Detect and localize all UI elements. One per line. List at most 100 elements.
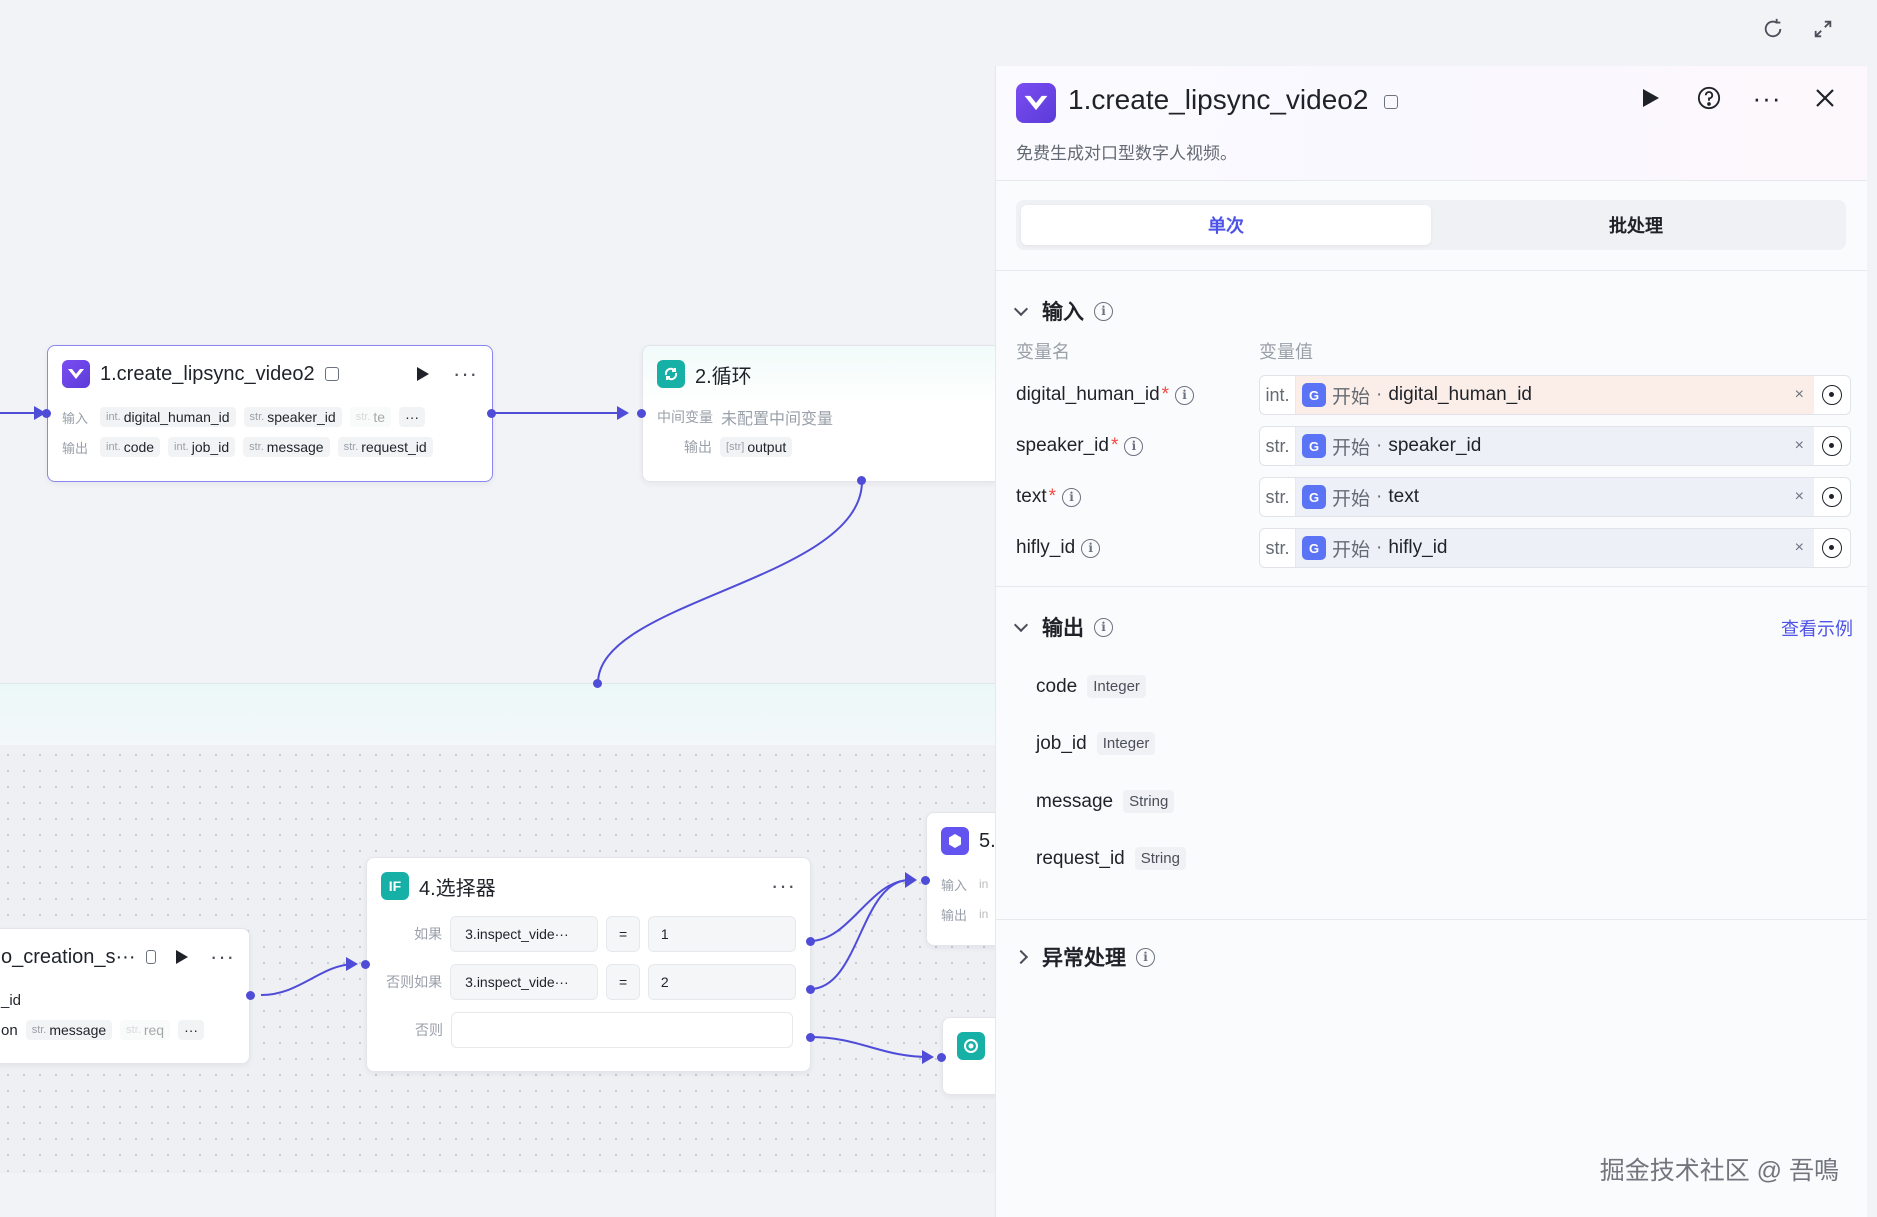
column-header-name: 变量名 xyxy=(1016,342,1070,362)
node-outputs-row: on str.message str.req ··· xyxy=(0,1015,249,1045)
param-tag: str.message xyxy=(25,1020,113,1040)
exception-section-toggle[interactable]: 异常处理 i xyxy=(1013,942,1155,972)
output-section-toggle[interactable]: 输出 i xyxy=(1013,612,1113,642)
loop-icon xyxy=(657,360,685,388)
input-section-toggle[interactable]: 输入 i xyxy=(1013,296,1113,326)
condition-operator[interactable]: = xyxy=(606,916,640,952)
more-params-button[interactable]: ··· xyxy=(178,1020,205,1040)
clear-icon[interactable]: × xyxy=(1794,386,1804,403)
run-icon[interactable] xyxy=(417,367,430,381)
param-tag: int.job_id xyxy=(168,437,236,457)
param-tag: str.request_id xyxy=(337,437,433,457)
variable-row: digital_human_id*i int. G 开始·digital_hum… xyxy=(1016,375,1851,415)
target-icon[interactable] xyxy=(1814,487,1850,507)
variable-reference[interactable]: G 开始·speaker_id × xyxy=(1296,427,1814,465)
tab-single[interactable]: 单次 xyxy=(1021,205,1431,245)
node6-in-port[interactable] xyxy=(937,1053,946,1062)
divider xyxy=(996,919,1867,920)
condition-right[interactable]: 1 xyxy=(647,916,796,952)
node-selector[interactable]: IF 4.选择器 ··· 如果 3.inspect_vide··· = 1 否则… xyxy=(366,857,811,1072)
fullscreen-icon[interactable] xyxy=(1808,14,1838,44)
loop-body-port[interactable] xyxy=(593,679,602,688)
node-title: 4.选择器 xyxy=(419,877,496,900)
more-icon[interactable]: ··· xyxy=(771,873,796,898)
edges xyxy=(0,406,934,1064)
param-tag: str.req xyxy=(120,1020,171,1040)
loop-output-row: 输出 [str]output xyxy=(643,432,1001,462)
more-icon[interactable]: ··· xyxy=(1752,83,1782,113)
condition-left[interactable]: 3.inspect_vide··· xyxy=(450,964,599,1000)
node2-in-port[interactable] xyxy=(637,409,646,418)
variable-reference[interactable]: G 开始·hifly_id × xyxy=(1296,529,1814,567)
info-icon[interactable]: i xyxy=(1062,487,1082,507)
loop-mid-row: 中间变量 未配置中间变量 xyxy=(657,409,834,428)
clear-icon[interactable]: × xyxy=(1794,539,1804,556)
watermark: 掘金技术社区 @ 吾鳴 xyxy=(1599,1157,1839,1185)
node-title: 1.create_lipsync_video2 xyxy=(100,362,315,385)
node1-out-port[interactable] xyxy=(487,409,496,418)
node4-in-port[interactable] xyxy=(361,960,370,969)
template-icon xyxy=(1384,94,1399,109)
target-icon[interactable] xyxy=(1814,538,1850,558)
param-tag: int.code xyxy=(100,437,161,457)
info-icon[interactable]: i xyxy=(1124,436,1144,456)
chevron-right-icon xyxy=(1013,949,1029,965)
clear-icon[interactable]: × xyxy=(1794,437,1804,454)
variable-value-field[interactable]: str. G 开始·text × xyxy=(1259,477,1851,517)
info-icon[interactable]: i xyxy=(1136,947,1155,967)
condition-left[interactable]: 3.inspect_vide··· xyxy=(450,916,599,952)
variable-reference[interactable]: G 开始·digital_human_id × xyxy=(1296,376,1814,414)
target-icon[interactable] xyxy=(1814,436,1850,456)
more-params-button[interactable]: ··· xyxy=(399,407,426,427)
clear-icon[interactable]: × xyxy=(1794,488,1804,505)
condition-row-elseif[interactable]: 否则如果 3.inspect_vide··· = 2 xyxy=(367,962,810,1002)
variable-value-field[interactable]: str. G 开始·hifly_id × xyxy=(1259,528,1851,568)
node-video-creation[interactable]: o_creation_s··· ··· _id on str.message s… xyxy=(0,928,250,1064)
info-icon[interactable]: i xyxy=(1081,538,1101,558)
divider xyxy=(996,270,1867,271)
condition-row-if[interactable]: 如果 3.inspect_vide··· = 1 xyxy=(367,914,810,954)
run-icon[interactable] xyxy=(1639,86,1663,110)
node4-elseif-port[interactable] xyxy=(806,985,815,994)
more-icon[interactable]: ··· xyxy=(453,361,478,386)
loop-band xyxy=(0,683,995,745)
condition-operator[interactable]: = xyxy=(606,964,640,1000)
close-icon[interactable] xyxy=(1813,86,1837,110)
plugin-icon xyxy=(1016,83,1056,123)
target-icon[interactable] xyxy=(1814,385,1850,405)
run-icon[interactable] xyxy=(176,950,189,964)
variable-value-field[interactable]: str. G 开始·speaker_id × xyxy=(1259,426,1851,466)
refresh-icon[interactable] xyxy=(1758,14,1788,44)
node1-in-port[interactable] xyxy=(42,409,51,418)
variable-value-field[interactable]: int. G 开始·digital_human_id × xyxy=(1259,375,1851,415)
start-node-icon: G xyxy=(1302,383,1326,407)
condition-right[interactable]: 2 xyxy=(647,964,796,1000)
info-icon[interactable]: i xyxy=(1094,301,1113,321)
variable-reference[interactable]: G 开始·text × xyxy=(1296,478,1814,516)
node5-in-port[interactable] xyxy=(921,876,930,885)
tab-batch[interactable]: 批处理 xyxy=(1609,216,1663,236)
template-icon xyxy=(145,950,157,964)
node4-else-port[interactable] xyxy=(806,1033,815,1042)
node-inputs-row: _id xyxy=(1,991,22,1009)
output-node-icon xyxy=(957,1032,985,1060)
more-icon[interactable]: ··· xyxy=(210,944,235,969)
node3-out-port[interactable] xyxy=(246,991,255,1000)
node-create-lipsync-video[interactable]: 1.create_lipsync_video2 ··· 输入 int.digit… xyxy=(47,345,493,482)
info-icon[interactable]: i xyxy=(1175,385,1195,405)
node4-if-port[interactable] xyxy=(806,937,815,946)
chevron-down-icon xyxy=(1013,617,1029,633)
view-example-link[interactable]: 查看示例 xyxy=(1781,619,1853,639)
info-icon[interactable]: i xyxy=(1094,617,1113,637)
panel-description: 免费生成对口型数字人视频。 xyxy=(1016,144,1237,163)
param-tag: int.digital_human_id xyxy=(100,407,236,427)
node2-loop-port[interactable] xyxy=(857,476,866,485)
help-icon[interactable] xyxy=(1697,86,1721,110)
node-loop[interactable]: 2.循环 中间变量 未配置中间变量 输出 [str]output xyxy=(642,345,1002,482)
condition-row-else[interactable]: 否则 xyxy=(367,1010,810,1050)
